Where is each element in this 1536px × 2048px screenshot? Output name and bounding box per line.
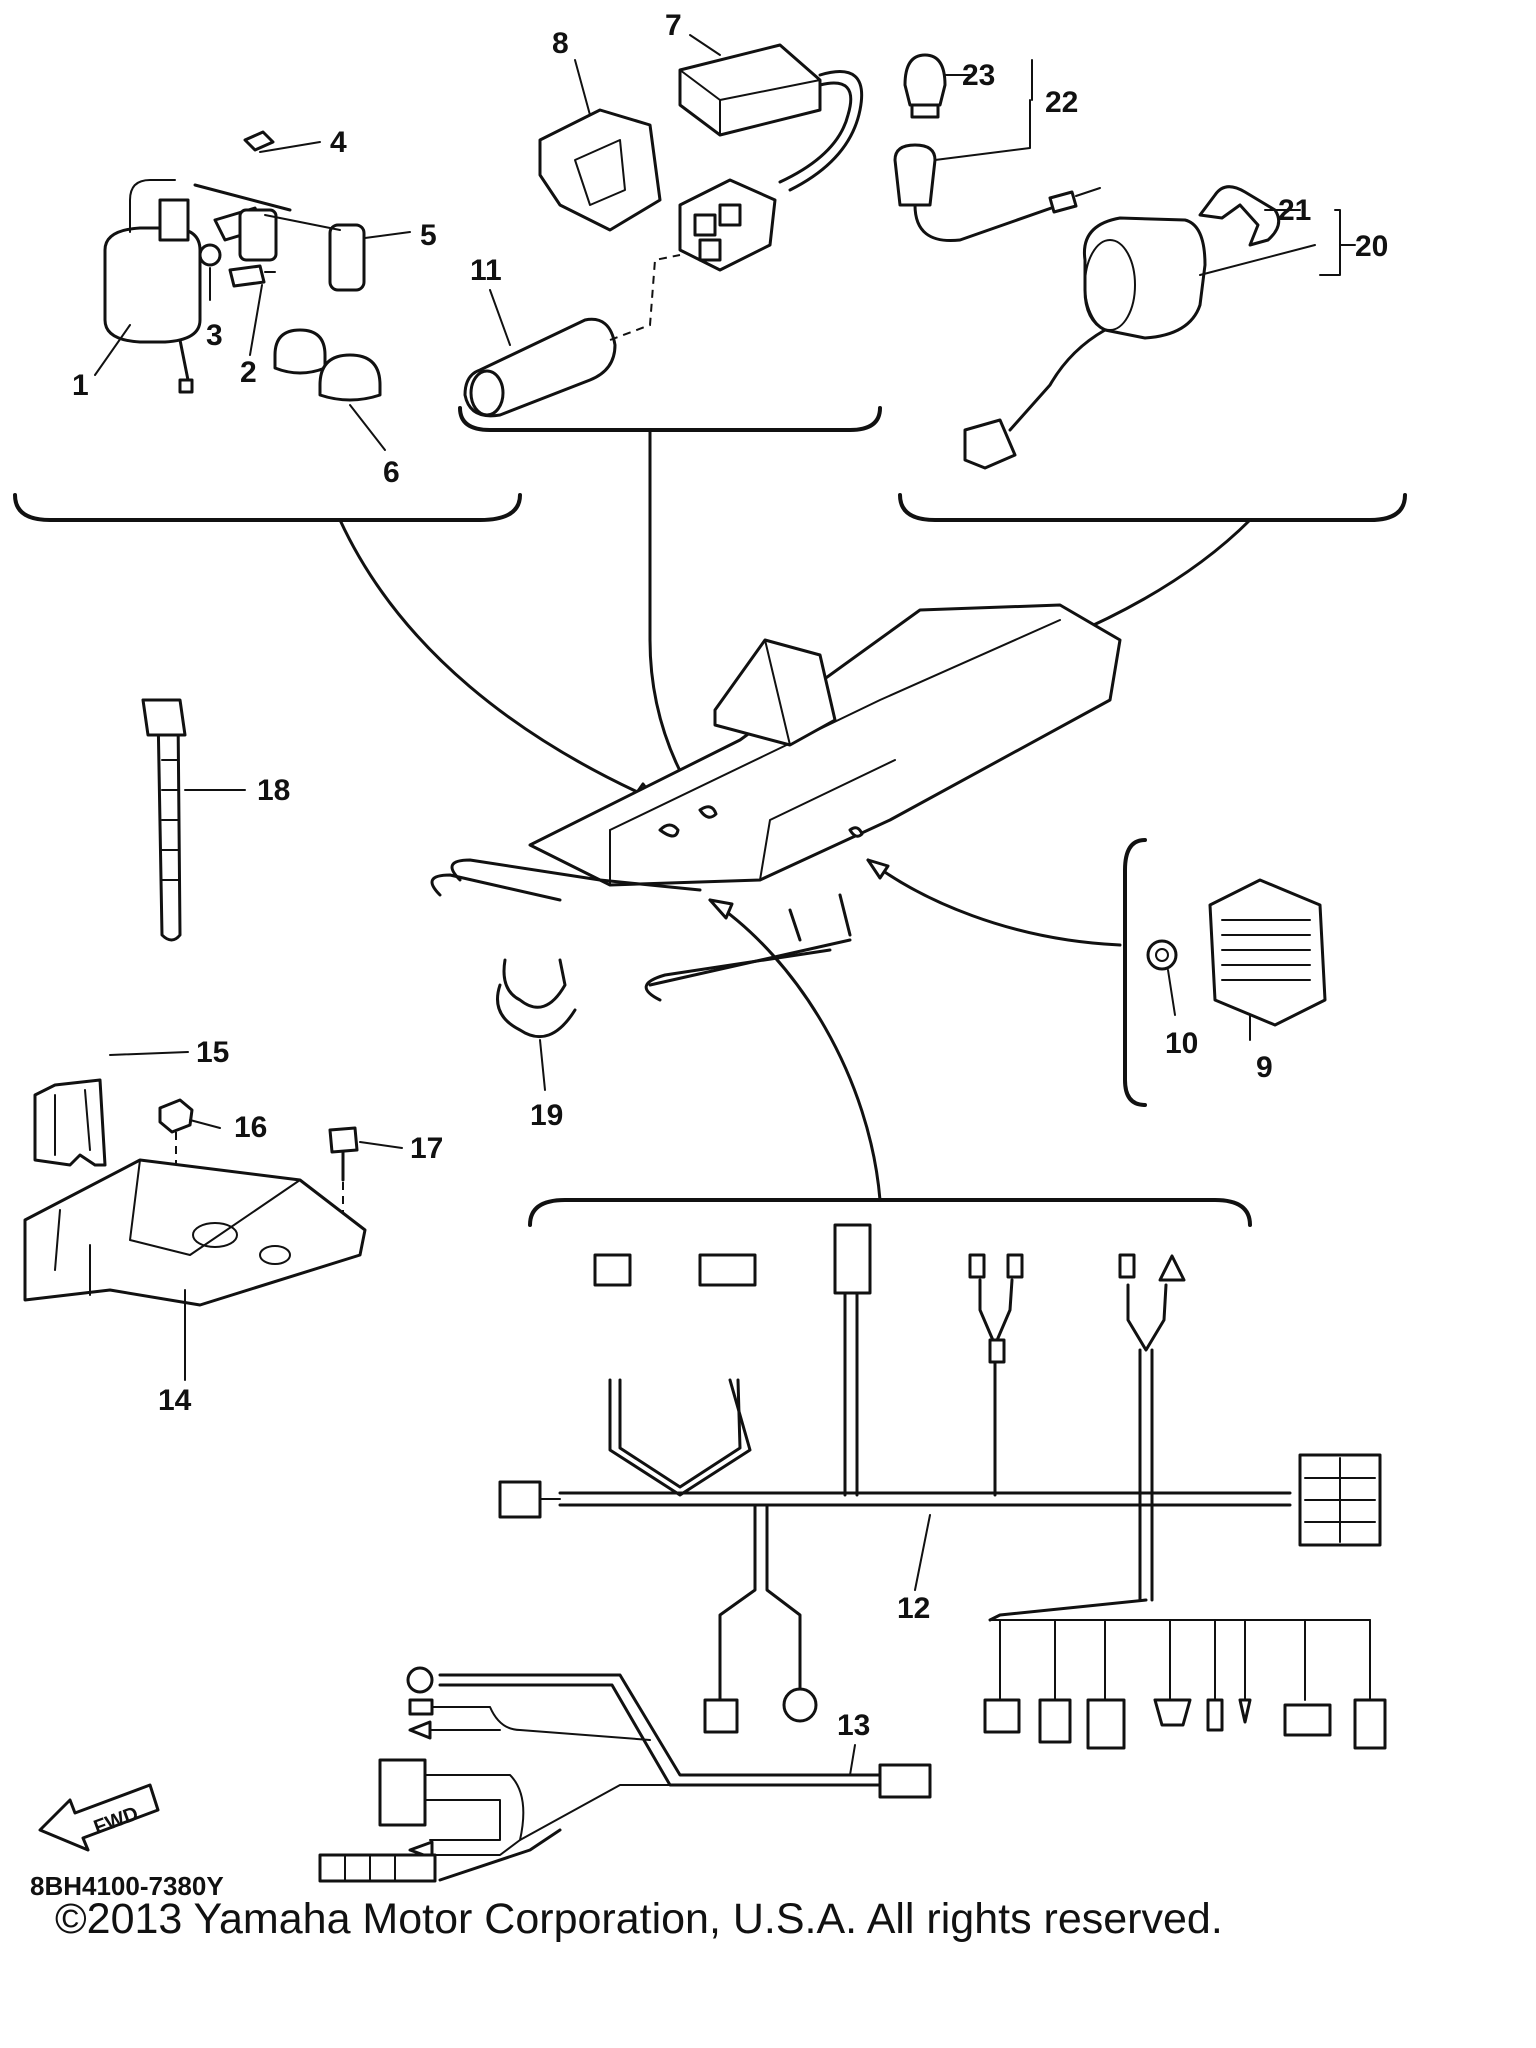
bolt [328,1126,359,1218]
cable-tie [141,698,187,942]
callout-1: 1 [72,369,89,402]
callout-16: 16 [234,1111,267,1144]
callout-14: 14 [158,1384,192,1417]
nut [158,1098,194,1170]
callout-20: 20 [1355,230,1388,263]
wire-connector [678,178,777,272]
fwd-arrow-icon: FWD [38,1783,160,1852]
cdi-unit [678,43,864,192]
callout-18: 18 [257,774,290,807]
callout-4: 4 [330,126,347,159]
mounting-bracket [23,1158,367,1307]
callout-11: 11 [470,254,502,287]
callout-23: 23 [962,59,995,92]
ignition-coil [103,179,202,394]
callout-15: 15 [196,1036,229,1069]
callout-22: 22 [1045,86,1078,119]
spark-plug-cap [193,130,366,292]
callout-21: 21 [1278,194,1311,227]
callout-7: 7 [665,9,682,42]
group-brackets [13,406,1407,1227]
washer-bolt [198,243,276,288]
callout-numbers: 1 2 3 4 5 6 7 8 9 10 11 12 13 14 15 16 1… [72,9,1388,1742]
callout-17: 17 [410,1132,443,1165]
callout-19: 19 [530,1099,563,1132]
callout-leaders [94,34,1356,1776]
rubber-caps [273,328,382,402]
callout-8: 8 [552,27,569,60]
wire-clamp [496,958,577,1039]
callout-12: 12 [897,1592,930,1625]
part-code: 8BH4100-7380Y [30,1871,224,1901]
cover-bracket [33,1078,107,1167]
snowmobile-body [430,603,1122,1002]
bulb-socket [893,143,1101,243]
sub-wire-harness [318,1666,932,1883]
callout-13: 13 [837,1709,870,1742]
copyright-notice: ©2013 Yamaha Motor Corporation, U.S.A. A… [55,1895,1223,1943]
callout-10: 10 [1165,1027,1198,1060]
callout-9: 9 [1256,1051,1273,1084]
bracket-cover [538,108,662,232]
callout-3: 3 [206,319,223,352]
voltage-regulator [1208,878,1327,1027]
condenser [463,254,681,418]
ignition-switch [963,185,1281,470]
grommet [1146,939,1178,971]
callout-5: 5 [420,219,437,252]
main-wire-harness [498,1223,1387,1750]
callout-2: 2 [240,356,257,389]
bulb [903,53,947,119]
callout-6: 6 [383,456,400,489]
